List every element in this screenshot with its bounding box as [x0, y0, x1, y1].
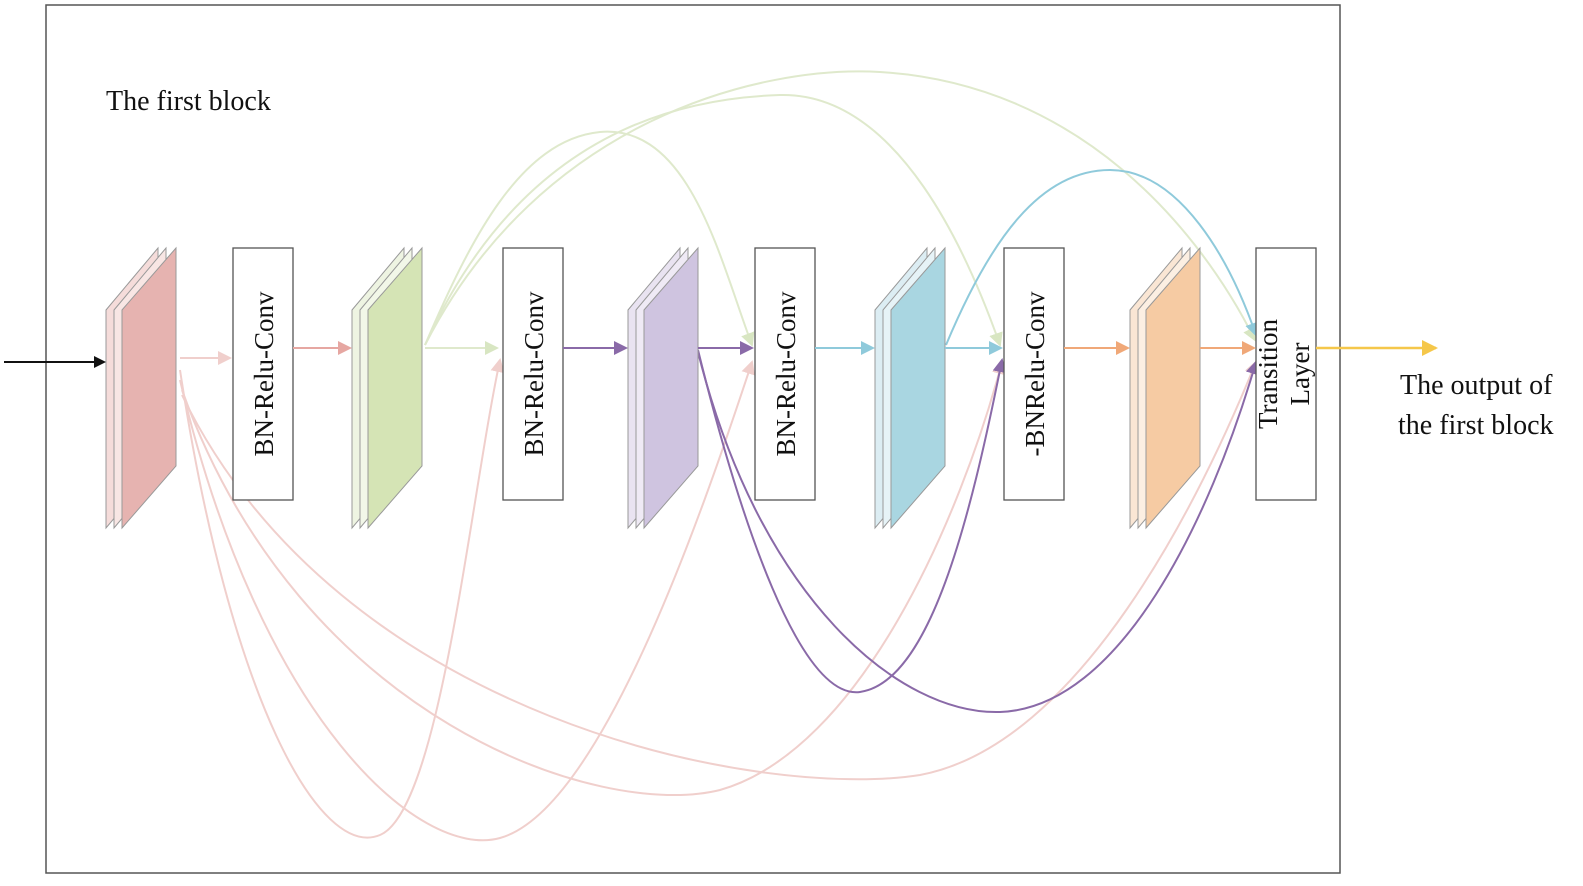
transition-label-line1: Transition: [1253, 318, 1283, 429]
conv-box-4: -BNRelu-Conv: [1003, 247, 1065, 501]
skip-connections-green: [424, 70, 1256, 355]
conv-box-3: BN-Relu-Conv: [754, 247, 816, 501]
skip-purple-to-transition: [697, 351, 1260, 714]
skip-connections-red: [179, 351, 1258, 842]
skip-red-to-conv4: [181, 360, 1006, 797]
skip-red-to-transition: [181, 360, 1258, 781]
conv-label-3: BN-Relu-Conv: [771, 291, 801, 456]
skip-green-to-conv4: [424, 93, 1003, 347]
conv-box-2: BN-Relu-Conv: [502, 247, 564, 501]
block-frame: [45, 4, 1341, 874]
feature-map-stack-purple: [627, 246, 699, 530]
skip-red-to-conv2: [179, 358, 505, 839]
conv-label-4: -BNRelu-Conv: [1020, 291, 1050, 456]
feature-map-stack-orange: [1129, 246, 1201, 530]
transition-layer-box: Transition Layer: [1253, 247, 1317, 501]
skip-red-to-conv3: [179, 360, 755, 842]
conv-label-2: BN-Relu-Conv: [519, 291, 549, 456]
skip-blue-to-transition: [945, 168, 1259, 346]
feature-map-stack-red: [105, 246, 177, 530]
transition-label-line2: Layer: [1285, 343, 1315, 406]
feature-map-stack-blue: [874, 246, 946, 530]
skip-green-to-conv3: [424, 130, 755, 347]
skip-purple-to-conv4: [697, 349, 1007, 694]
conv-label-1: BN-Relu-Conv: [249, 291, 279, 456]
skip-green-to-transition: [424, 70, 1256, 346]
conv-box-1: BN-Relu-Conv: [232, 247, 294, 501]
feature-map-stack-green: [351, 246, 423, 530]
block-title: The first block: [106, 86, 271, 117]
output-label-line2: the first block: [1398, 410, 1554, 441]
skip-connections-purple: [697, 349, 1260, 714]
output-label-line1: The output of: [1400, 370, 1553, 401]
